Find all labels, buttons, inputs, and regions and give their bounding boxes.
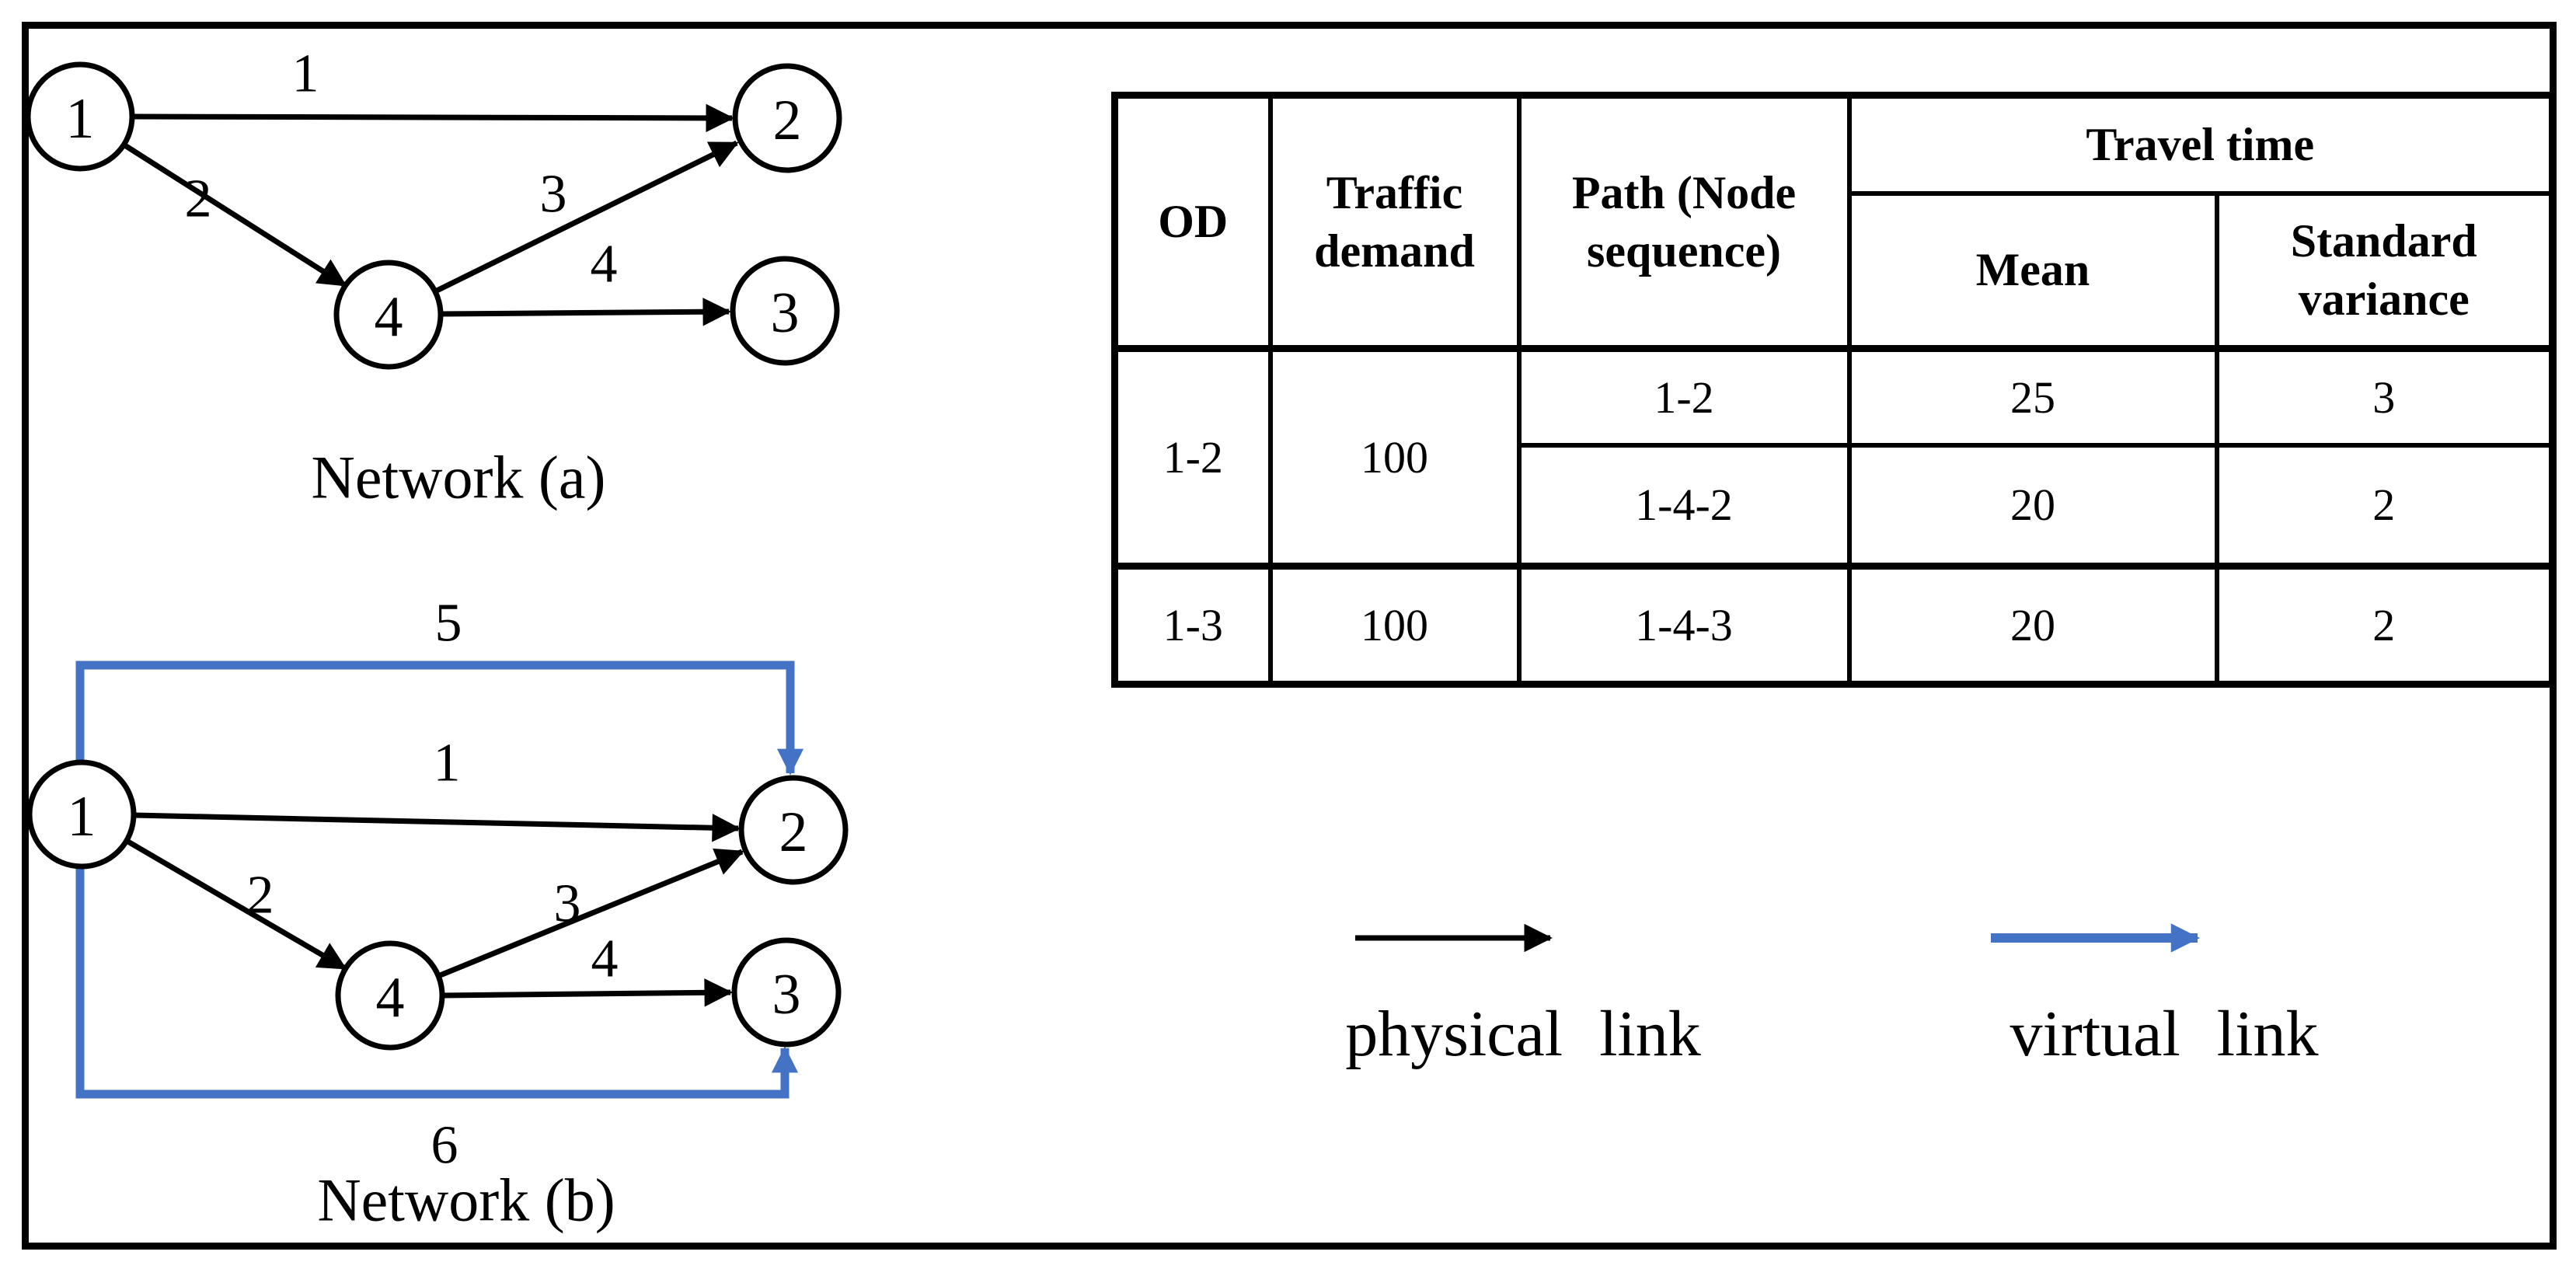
cell-demand-1-3: 100 <box>1267 563 1522 687</box>
network-b-link-1-label: 1 <box>434 734 461 793</box>
cell-od-1-3: 1-3 <box>1112 563 1273 687</box>
physical-link-arrow-icon <box>1355 923 1553 953</box>
network-a-node-3-label: 3 <box>771 281 800 345</box>
network-a-link-2-label: 2 <box>185 169 212 229</box>
network-b-caption: Network (b) <box>317 1166 615 1234</box>
cell-path-1-4-2: 1-4-2 <box>1516 442 1852 570</box>
cell-variance-3: 3 <box>2214 346 2555 448</box>
od-travel-time-table: OD Traffic demand Path (Node sequence) T… <box>1111 92 2557 688</box>
table-row: 1-2 100 1-2 25 3 <box>1112 346 2555 570</box>
network-a-node-3 <box>730 256 840 366</box>
network-b-link-1-arrow <box>133 812 741 842</box>
network-b-node-4 <box>335 940 445 1051</box>
network-a-diagram: 1 2 4 3 1 2 3 4 Network (a) <box>25 44 842 511</box>
network-a-link-1-arrow <box>131 103 734 133</box>
cell-demand-1-2: 100 <box>1267 346 1522 570</box>
network-b-virtual-link-6-arrow <box>75 864 799 1099</box>
col-header-travel-time: Travel time <box>1846 92 2555 196</box>
network-a-link-4-label: 4 <box>591 235 618 295</box>
col-header-od: OD <box>1112 92 1273 352</box>
network-b-virtual-link-6-label: 6 <box>431 1116 458 1176</box>
network-a-link-3-label: 3 <box>540 165 567 225</box>
cell-variance-2b: 2 <box>2214 563 2555 687</box>
network-b-node-2 <box>738 775 849 885</box>
table-row: 1-3 100 1-4-3 20 2 <box>1112 563 2555 687</box>
cell-mean-20a: 20 <box>1846 442 2219 570</box>
network-b-node-4-label: 4 <box>376 966 405 1030</box>
network-a-node-4-label: 4 <box>375 285 403 349</box>
network-b-link-4-arrow <box>441 978 733 1007</box>
col-header-mean: Mean <box>1846 190 2219 352</box>
col-header-path: Path (Node sequence) <box>1516 92 1852 352</box>
network-b-link-3-arrow <box>437 848 744 979</box>
cell-path-1-4-3: 1-4-3 <box>1516 563 1852 687</box>
network-b-link-2-arrow <box>125 838 347 971</box>
network-b-virtual-link-5-arrow <box>75 661 804 776</box>
network-a-link-1-label: 1 <box>292 44 319 104</box>
network-b-link-2-label: 2 <box>247 866 274 926</box>
cell-variance-2a: 2 <box>2214 442 2555 570</box>
network-b-node-1 <box>26 759 137 870</box>
network-a-node-1 <box>25 61 135 172</box>
network-a-node-2-label: 2 <box>773 89 802 152</box>
network-a-link-2-arrow <box>122 142 347 288</box>
col-header-standard-variance: Standard variance <box>2214 190 2555 352</box>
virtual-link-label: virtual link <box>2010 998 2319 1070</box>
network-a-node-2 <box>732 63 842 173</box>
cell-mean-25: 25 <box>1846 346 2219 448</box>
network-b-node-1-label: 1 <box>68 785 96 849</box>
cell-od-1-2: 1-2 <box>1112 346 1273 570</box>
network-b-node-3 <box>731 937 842 1048</box>
network-a-caption: Network (a) <box>312 444 606 511</box>
cell-path-1-2: 1-2 <box>1516 346 1852 448</box>
cell-mean-20b: 20 <box>1846 563 2219 687</box>
network-b-link-3-label: 3 <box>554 874 581 934</box>
virtual-link-arrow-icon <box>1991 923 2200 953</box>
network-b-virtual-link-5-label: 5 <box>435 594 462 654</box>
col-header-traffic-demand: Traffic demand <box>1267 92 1522 352</box>
network-a-link-3-arrow <box>434 140 739 295</box>
physical-link-label: physical link <box>1345 998 1701 1070</box>
network-b-node-2-label: 2 <box>779 800 808 864</box>
table-row: 1-4-2 20 2 <box>1115 442 2555 570</box>
network-a-node-4 <box>333 260 444 370</box>
network-b-diagram: 1 2 4 3 1 2 3 4 5 6 Network (b) <box>26 594 849 1234</box>
network-b-node-3-label: 3 <box>772 963 801 1027</box>
network-b-link-4-label: 4 <box>591 929 619 989</box>
network-a-node-1-label: 1 <box>66 87 95 151</box>
network-a-link-4-arrow <box>440 298 731 326</box>
